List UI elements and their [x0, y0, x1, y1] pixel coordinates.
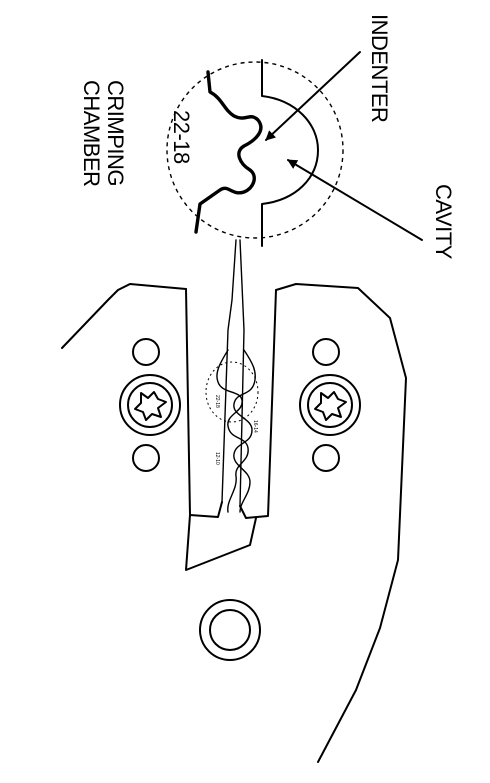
crimping-chamber-detail: [166, 59, 344, 247]
cavity-label: CAVITY: [431, 184, 456, 260]
left-screw-assembly: [119, 338, 181, 472]
die-small-marking-1: 22-18: [214, 395, 220, 408]
right-screw-assembly: [299, 338, 361, 472]
leader-arrows: [265, 51, 423, 241]
wire-range-label: 22-18: [169, 110, 194, 164]
cavity-arrow: [287, 159, 423, 241]
crimping-label: CRIMPING: [103, 80, 128, 186]
label-group: INDENTER CAVITY CRIMPING CHAMBER 22-18: [79, 14, 456, 260]
indenter-arrow: [265, 51, 361, 141]
die-small-marking-2: 16-14: [252, 420, 258, 433]
die-small-marking-3: 12-10: [214, 452, 220, 465]
indenter-label: INDENTER: [367, 14, 392, 122]
crimp-die: 22-18 16-14 12-10: [185, 239, 277, 571]
tool-body-outline: [61, 283, 407, 763]
chamber-label: CHAMBER: [79, 80, 104, 187]
pivot-pin: [199, 599, 261, 661]
